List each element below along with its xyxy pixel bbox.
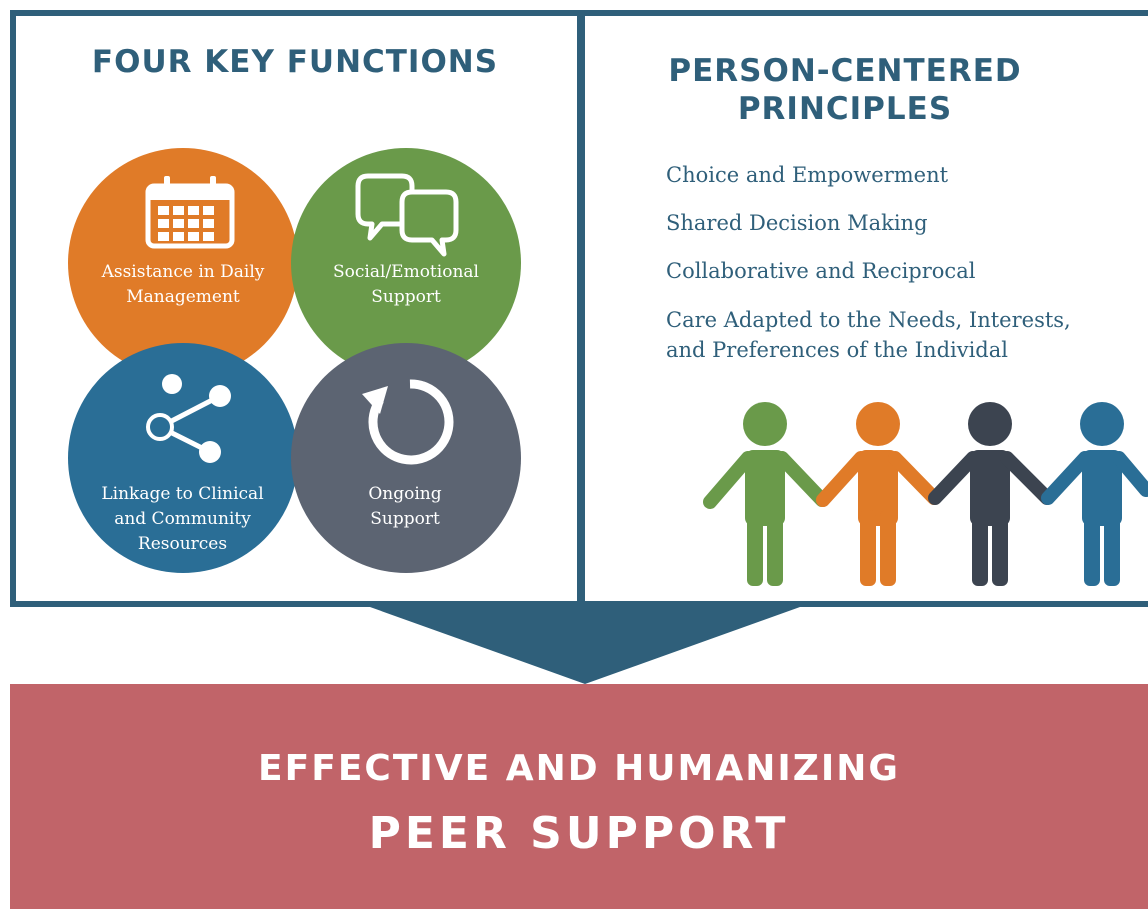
principle-item: Collaborative and Reciprocal (666, 259, 976, 283)
label-daily-management: Assistance in Daily Management (101, 262, 265, 307)
principle-item: Care Adapted to the Needs, Interests, (666, 308, 1071, 332)
four-key-functions-title: FOUR KEY FUNCTIONS (91, 44, 499, 80)
principle-item: Choice and Empowerment (666, 163, 949, 187)
circle-linkage (68, 343, 298, 573)
down-arrow (370, 607, 800, 684)
speech-bubbles-icon (355, 173, 459, 257)
result-banner (10, 684, 1148, 909)
label-social-emotional: Social/Emotional Support (333, 262, 479, 307)
label-ongoing-support: Ongoing Support (368, 484, 442, 529)
person-centered-title: PERSON-CENTERED PRINCIPLES (668, 53, 1022, 127)
people-holding-hands-icon (703, 402, 1148, 586)
principle-item: Shared Decision Making (666, 211, 928, 235)
principle-item: and Preferences of the Individal (666, 338, 1008, 362)
circle-social-emotional (291, 148, 521, 378)
result-line1: EFFECTIVE AND HUMANIZING (258, 748, 900, 789)
share-network-icon (146, 374, 231, 463)
refresh-cycle-icon (362, 379, 454, 465)
calendar-icon (145, 176, 235, 249)
label-linkage: Linkage to Clinical and Community Resour… (101, 484, 264, 554)
circle-daily-management (68, 148, 298, 378)
panel-divider (577, 10, 585, 607)
result-line2: PEER SUPPORT (368, 808, 790, 859)
